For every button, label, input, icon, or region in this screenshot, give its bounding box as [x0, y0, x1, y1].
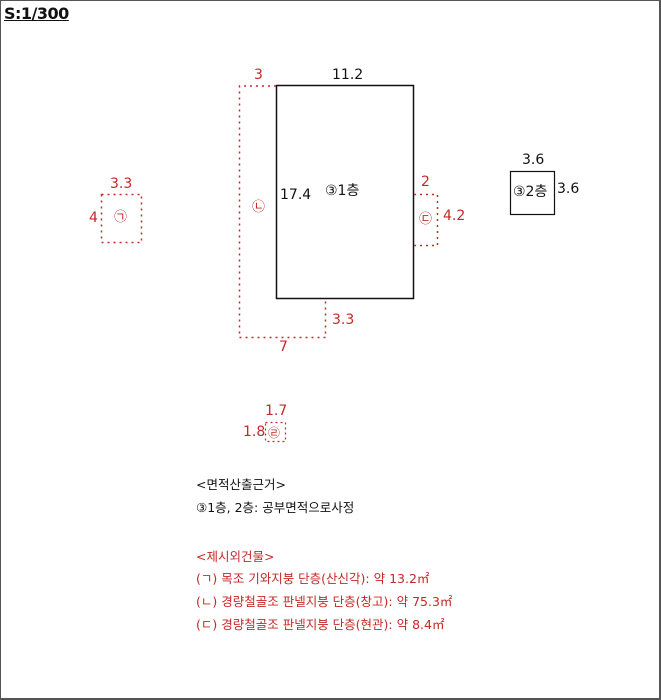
- annex-list-item: (ㄱ) 목조 기와지붕 단층(산신각): 약 13.2㎡: [196, 571, 430, 586]
- annex-nieun-top-dim: 3: [254, 67, 263, 83]
- annex-digeut-outline: [414, 193, 439, 247]
- floor2-label: ③2층: [513, 184, 548, 200]
- annex-nieun-symbol: ㉡: [252, 200, 266, 215]
- building-floor2-outline: [509, 170, 556, 216]
- annex-nieun-step-dim: 3.3: [332, 312, 355, 328]
- annex-giyeok-symbol: ㉠: [114, 210, 128, 225]
- annex-digeut-height-dim: 4.2: [443, 208, 466, 224]
- scale-label: S:1/300: [4, 4, 69, 23]
- floor1-label: ③1층: [325, 183, 360, 199]
- area-basis-title: <면적산출근거>: [196, 477, 286, 492]
- building-floor1-outline: [275, 84, 415, 300]
- floor2-height-dim: 3.6: [557, 181, 580, 197]
- annex-digeut-width-dim: 2: [421, 174, 430, 190]
- annex-list-item: (ㄴ) 경량철골조 판넬지붕 단층(창고): 약 75.3㎡: [196, 594, 453, 609]
- annex-giyeok-height-dim: 4: [89, 210, 98, 226]
- floor2-width-dim: 3.6: [522, 152, 545, 168]
- floor1-height-dim: 17.4: [280, 187, 312, 203]
- floor1-width-dim: 11.2: [332, 67, 364, 83]
- annex-giyeok-outline: [100, 193, 143, 244]
- annex-nieun-outline: [238, 85, 327, 339]
- annex-digeut-symbol: ㉢: [419, 212, 433, 227]
- annex-rieul-outline: [264, 421, 287, 443]
- annex-list-title: <제시외건물>: [196, 549, 275, 564]
- annex-nieun-bottom-dim: 7: [279, 339, 288, 355]
- annex-rieul-height-dim: 1.8: [243, 424, 266, 440]
- annex-rieul-width-dim: 1.7: [265, 403, 288, 419]
- annex-list-item: (ㄷ) 경량철골조 판넬지붕 단층(현관): 약 8.4㎡: [196, 617, 445, 632]
- annex-giyeok-width-dim: 3.3: [110, 176, 133, 192]
- annex-rieul-symbol: ㉣: [268, 426, 281, 440]
- area-basis-text: ③1층, 2층: 공부면적으로사정: [196, 500, 355, 515]
